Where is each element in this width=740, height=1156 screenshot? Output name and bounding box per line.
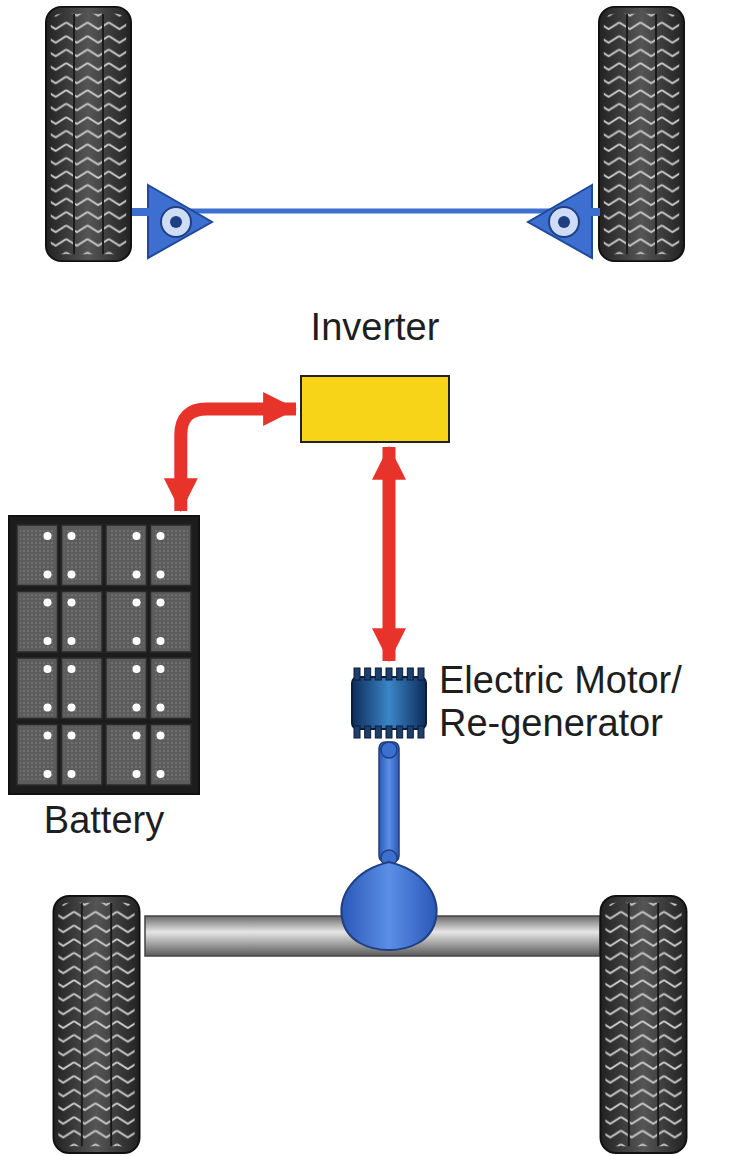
motor-symbol xyxy=(348,665,430,741)
inverter-box: Inverter xyxy=(300,375,450,443)
power-flow-arrow xyxy=(181,409,296,511)
component-label: Battery xyxy=(44,799,164,842)
battery-pack: Battery xyxy=(8,515,200,795)
component-label: Electric Motor/ Re-generator xyxy=(439,659,731,744)
component-label: Inverter xyxy=(311,306,440,349)
battery-cells xyxy=(10,517,198,793)
power-flow-arrow xyxy=(383,447,396,661)
motor-generator: Electric Motor/ Re-generator xyxy=(348,665,430,741)
